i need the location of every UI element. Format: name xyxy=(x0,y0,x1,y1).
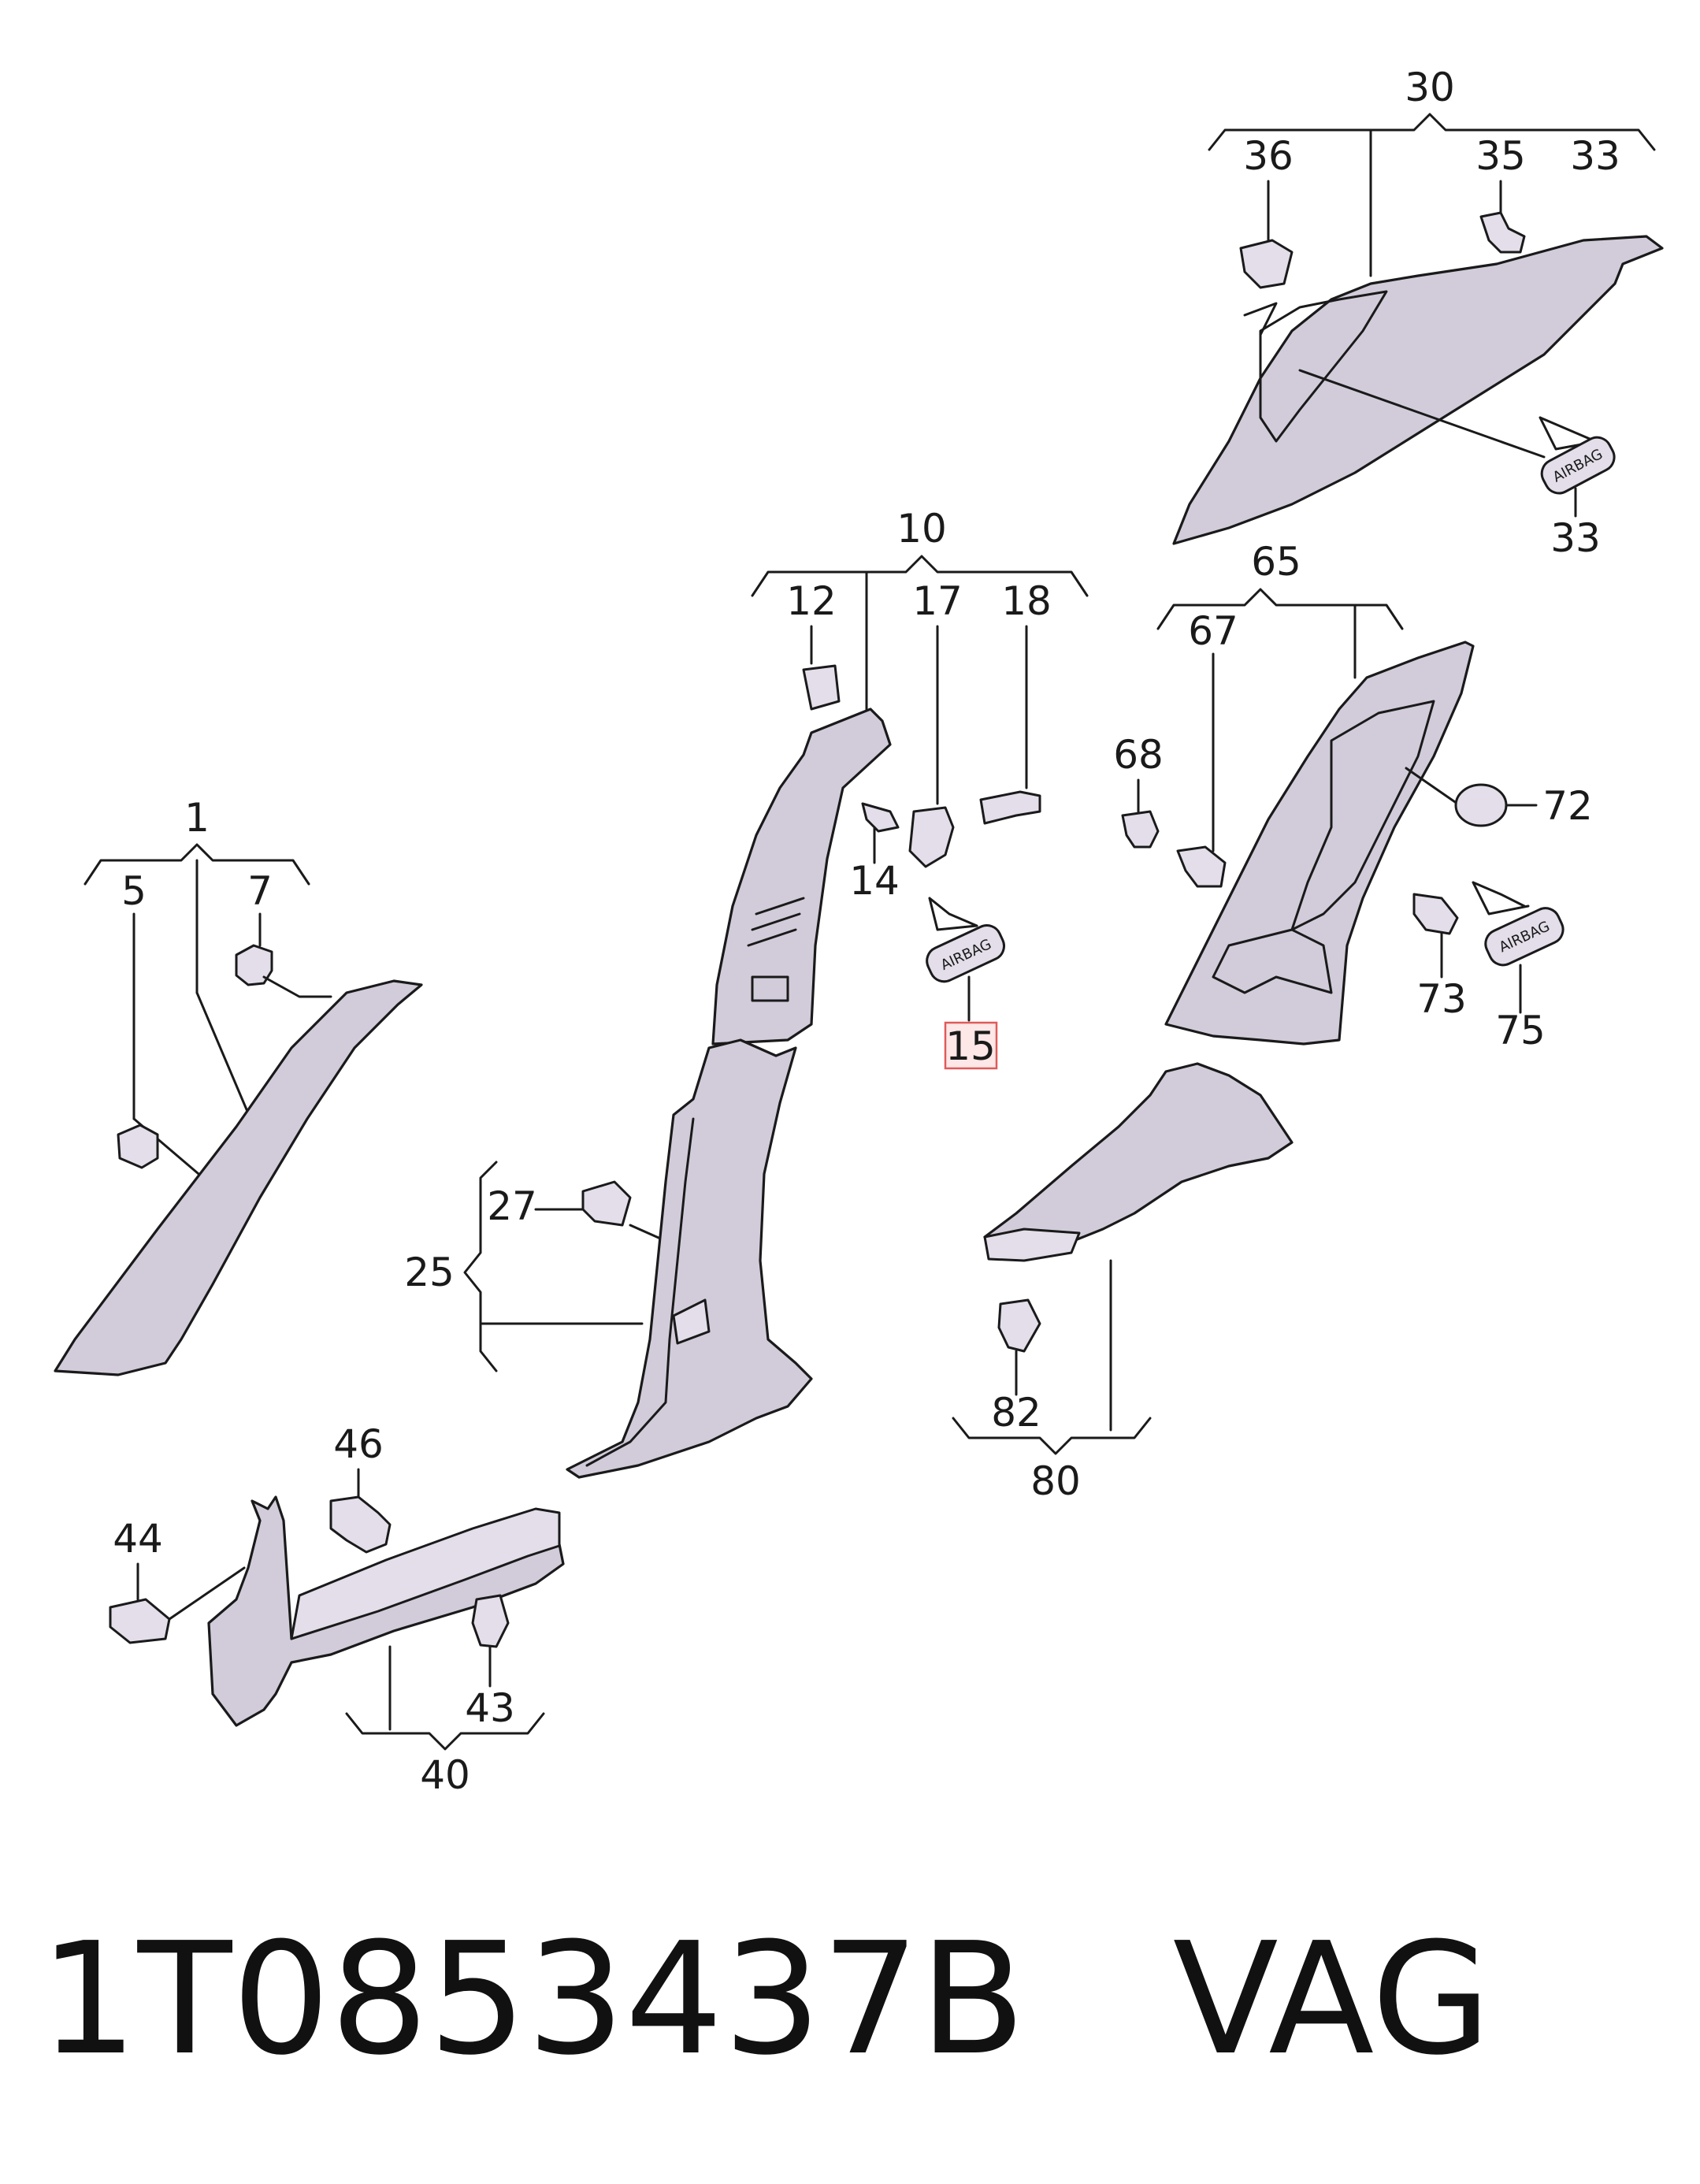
callout-35: 35 xyxy=(1475,133,1526,179)
group-40-front-sill: 44 46 43 40 xyxy=(109,1421,565,1798)
leader-44b xyxy=(168,1566,246,1621)
pillar-trim-panel-65 xyxy=(1164,641,1475,1046)
bracket-30 xyxy=(1208,113,1656,151)
group-1-a-pillar-trim: 1 5 7 xyxy=(54,795,423,1376)
callout-75: 75 xyxy=(1495,1008,1546,1053)
bracket-80 xyxy=(952,1417,1152,1455)
callout-68: 68 xyxy=(1113,732,1164,778)
clip-68-icon xyxy=(1121,810,1160,849)
clip-7-icon xyxy=(235,944,273,986)
rear-sill-trim-panel xyxy=(983,1062,1294,1258)
callout-10: 10 xyxy=(896,506,947,552)
group-30-c-pillar: 30 36 35 33 AIRBAG 33 xyxy=(1172,65,1664,561)
airbag-clip-15-icon xyxy=(928,897,978,931)
upper-b-pillar-trim-panel xyxy=(711,708,892,1046)
bracket-25 xyxy=(463,1161,498,1372)
callout-72: 72 xyxy=(1542,783,1593,829)
callout-33-top: 33 xyxy=(1570,133,1620,179)
airbag-badge-33 xyxy=(1540,436,1616,495)
a-pillar-trim-panel xyxy=(54,979,423,1376)
callout-33: 33 xyxy=(1550,515,1601,561)
leader-33-arrow xyxy=(1298,369,1546,459)
callout-27: 27 xyxy=(487,1183,537,1229)
callout-18: 18 xyxy=(1001,578,1052,624)
screw-35-icon xyxy=(1479,211,1526,254)
callout-17: 17 xyxy=(912,578,963,624)
callout-15[interactable]: 15 xyxy=(945,1023,996,1069)
c-pillar-window-opening xyxy=(1259,290,1388,443)
bracket-40 xyxy=(345,1712,545,1751)
callout-1: 1 xyxy=(184,795,210,841)
clip-36-icon xyxy=(1239,239,1294,289)
callout-40: 40 xyxy=(420,1752,470,1798)
screw-73-icon xyxy=(1412,893,1459,935)
callout-25: 25 xyxy=(404,1250,455,1295)
callout-5: 5 xyxy=(121,868,147,914)
brand-label: VAG xyxy=(1172,1910,1491,2089)
airbag-clip-75-icon xyxy=(1472,881,1530,916)
clip-43-icon xyxy=(471,1594,510,1648)
callout-14: 14 xyxy=(849,858,900,904)
pillar-trim-window-65 xyxy=(1290,700,1435,931)
nut-44-icon xyxy=(109,1598,171,1644)
lower-b-pillar-ridge xyxy=(585,1117,695,1467)
upper-b-pillar-vents xyxy=(747,897,805,1002)
leader-72 xyxy=(1405,767,1459,805)
clip-46-icon xyxy=(329,1495,392,1554)
callout-30: 30 xyxy=(1405,65,1455,110)
clip-12-icon xyxy=(802,664,841,711)
screw-14-icon xyxy=(861,802,900,833)
callout-67: 67 xyxy=(1188,608,1238,654)
group-65-pillar-trim: 65 67 68 72 73 AIRBAG 75 xyxy=(1113,539,1593,1053)
callout-12: 12 xyxy=(786,578,837,624)
part-number-footer: 1T0853437B VAG xyxy=(39,1922,1491,2077)
callout-65: 65 xyxy=(1251,539,1301,585)
c-pillar-trim-panel xyxy=(1172,235,1664,545)
clip-7-stem-icon xyxy=(262,975,332,998)
lower-b-pillar-vent xyxy=(672,1298,711,1345)
clip-27-icon xyxy=(581,1180,632,1227)
pillar-trim-lower-65 xyxy=(1212,928,1333,994)
leader-1b xyxy=(195,991,252,1120)
callout-80: 80 xyxy=(1030,1458,1081,1504)
callout-46: 46 xyxy=(333,1421,384,1467)
part-number: 1T0853437B xyxy=(39,1910,1026,2089)
bolt-18-icon xyxy=(979,790,1041,825)
cover-17-icon xyxy=(908,806,955,868)
callout-73: 73 xyxy=(1416,976,1467,1022)
screw-5-icon xyxy=(117,1124,159,1169)
callout-82: 82 xyxy=(991,1390,1041,1436)
bracket-10 xyxy=(751,555,1089,597)
clip-67-icon xyxy=(1176,845,1227,888)
c-pillar-inner xyxy=(1243,302,1278,336)
highlight-box-15 xyxy=(944,1021,998,1070)
airbag-badge-15 xyxy=(926,924,1005,983)
group-10-upper-b-pillar: 10 12 17 18 14 AIRBAG 15 xyxy=(711,506,1089,1070)
lower-b-pillar-trim-panel xyxy=(566,1038,813,1479)
front-sill-rail xyxy=(290,1507,561,1640)
callout-36: 36 xyxy=(1243,133,1294,179)
bracket-65 xyxy=(1156,588,1404,630)
group-25-lower-b-pillar: 25 27 xyxy=(404,1038,813,1479)
rear-sill-edge xyxy=(983,1228,1081,1262)
bracket-1 xyxy=(84,843,310,886)
plug-72-icon xyxy=(1454,783,1508,827)
callout-7: 7 xyxy=(247,868,273,914)
group-80-rear-sill: 82 80 xyxy=(952,1062,1294,1504)
callout-44: 44 xyxy=(113,1516,163,1562)
airbag-badge-75 xyxy=(1484,907,1565,967)
callout-43: 43 xyxy=(465,1685,515,1731)
clip-82-icon xyxy=(997,1298,1041,1353)
